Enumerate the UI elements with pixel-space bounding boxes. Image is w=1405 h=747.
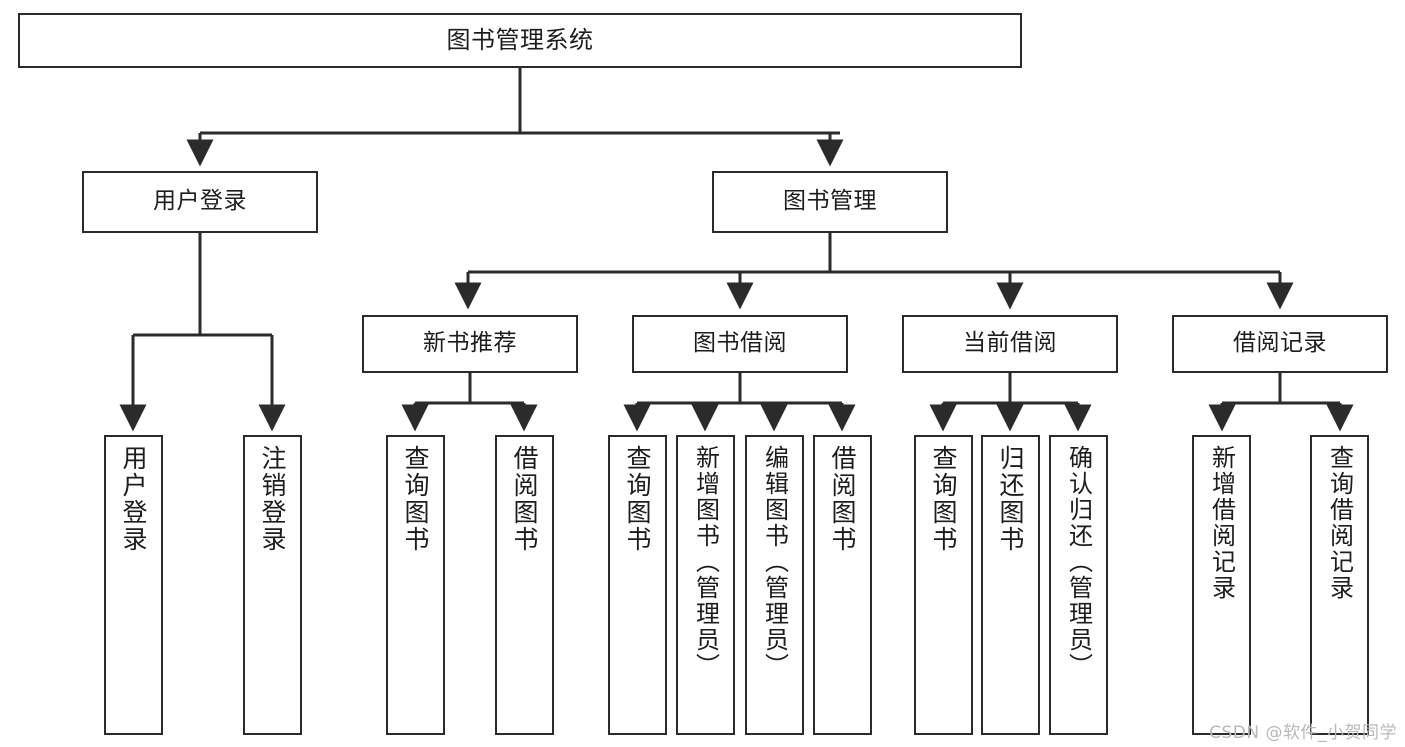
node-label: 图书管理 [783, 188, 877, 215]
leaf-user-login[interactable]: 用户登录 [104, 435, 163, 735]
node-user-login[interactable]: 用户登录 [82, 171, 318, 233]
csdn-watermark: CSDN @软件_小贺同学 [1209, 723, 1397, 743]
node-label: 查询图书 [929, 445, 958, 553]
leaf-borrow-borrow-book[interactable]: 借阅图书 [813, 435, 872, 735]
node-label: 归还图书 [996, 445, 1025, 553]
node-current-borrow[interactable]: 当前借阅 [902, 315, 1118, 373]
leaf-record-add-record[interactable]: 新增借阅记录 [1192, 435, 1251, 735]
node-label: 借阅图书 [510, 445, 539, 553]
node-label: 注销登录 [258, 445, 287, 553]
node-label: 确认归还（管理员） [1064, 445, 1093, 679]
leaf-recommend-query-book[interactable]: 查询图书 [386, 435, 445, 735]
node-label: 图书借阅 [693, 330, 787, 357]
leaf-current-query-book[interactable]: 查询图书 [914, 435, 973, 735]
node-label: 借阅记录 [1233, 330, 1327, 357]
node-label: 用户登录 [153, 188, 247, 215]
node-label: 当前借阅 [963, 330, 1057, 357]
leaf-record-query-record[interactable]: 查询借阅记录 [1310, 435, 1369, 735]
node-label: 用户登录 [119, 445, 148, 553]
leaf-current-return-book[interactable]: 归还图书 [981, 435, 1040, 735]
node-label: 编辑图书（管理员） [760, 445, 789, 679]
node-label: 图书管理系统 [446, 26, 594, 55]
node-label: 新增借阅记录 [1207, 445, 1236, 601]
node-root-system[interactable]: 图书管理系统 [18, 13, 1022, 68]
node-book-manage[interactable]: 图书管理 [712, 171, 948, 233]
leaf-borrow-edit-book-admin[interactable]: 编辑图书（管理员） [745, 435, 804, 735]
node-book-borrow[interactable]: 图书借阅 [632, 315, 848, 373]
leaf-recommend-borrow-book[interactable]: 借阅图书 [495, 435, 554, 735]
node-label: 查询借阅记录 [1325, 445, 1354, 601]
node-borrow-record[interactable]: 借阅记录 [1172, 315, 1388, 373]
leaf-borrow-add-book-admin[interactable]: 新增图书（管理员） [676, 435, 735, 735]
leaf-borrow-query-book[interactable]: 查询图书 [608, 435, 667, 735]
node-label: 查询图书 [401, 445, 430, 553]
leaf-user-logout[interactable]: 注销登录 [243, 435, 302, 735]
node-label: 新增图书（管理员） [691, 445, 720, 679]
node-label: 查询图书 [623, 445, 652, 553]
leaf-current-confirm-return-admin[interactable]: 确认归还（管理员） [1049, 435, 1108, 735]
node-new-book-recommend[interactable]: 新书推荐 [362, 315, 578, 373]
node-label: 借阅图书 [828, 445, 857, 553]
node-label: 新书推荐 [423, 330, 517, 357]
